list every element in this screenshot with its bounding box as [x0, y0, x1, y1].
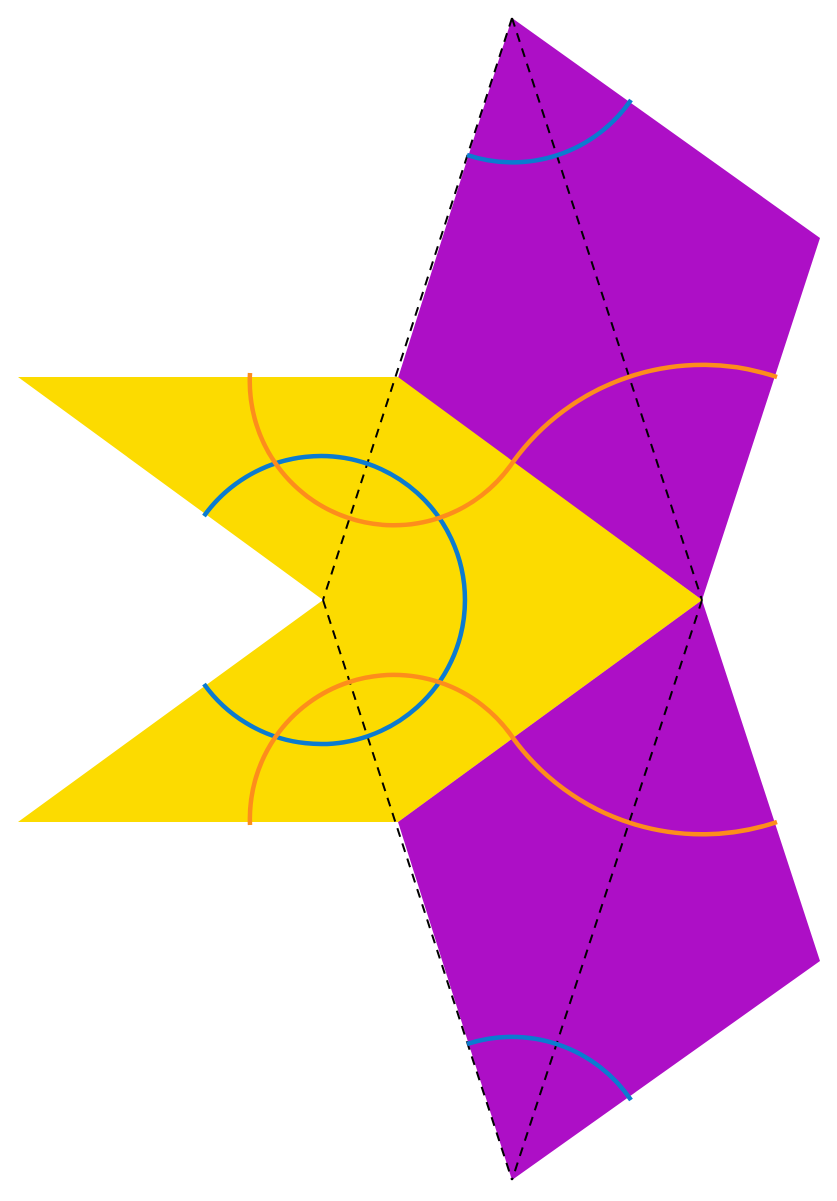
yellow-dart-tile — [18, 377, 702, 822]
fold-line-top-inner — [511, 17, 703, 601]
orange-arc-upper — [247, 362, 778, 528]
fold-line-bottom-inner — [511, 599, 703, 1181]
blue-arc-bottom — [466, 1034, 633, 1102]
fold-line-bottom-outer — [322, 599, 513, 1181]
orange-arc-lower — [247, 672, 778, 837]
blue-arc-center — [202, 453, 468, 747]
blue-arc-top — [466, 98, 633, 165]
fold-lines — [322, 17, 703, 1181]
fold-line-top-outer — [322, 17, 513, 601]
blue-arcs — [202, 98, 633, 1102]
orange-arcs — [247, 362, 778, 837]
